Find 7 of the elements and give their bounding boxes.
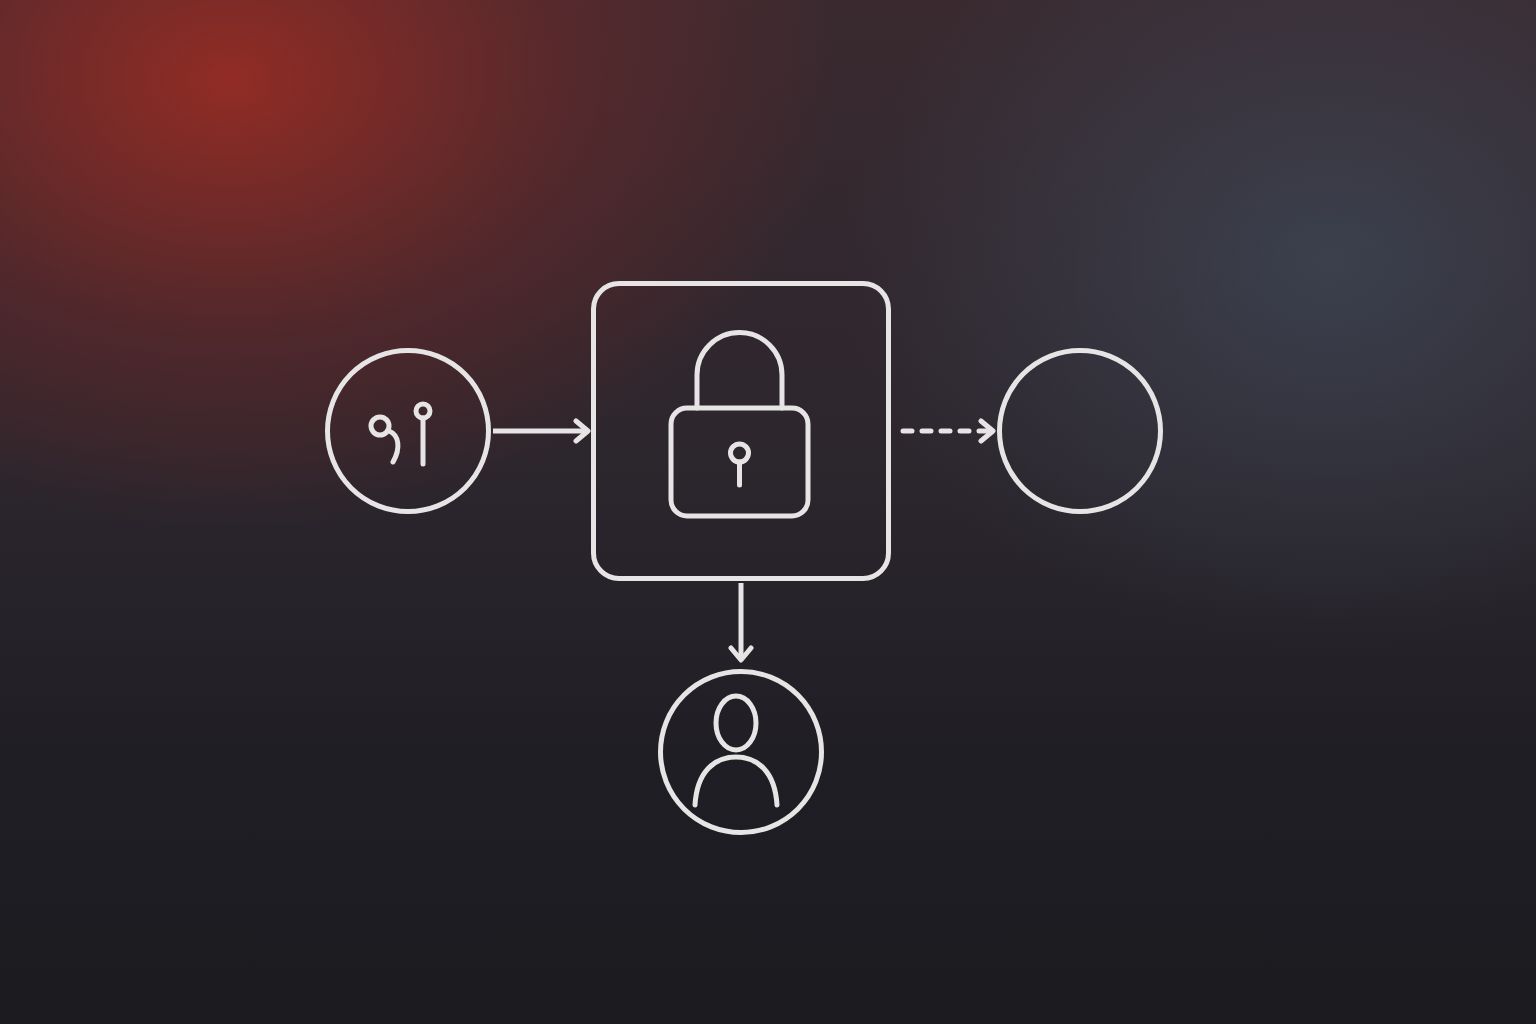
arrow	[728, 583, 754, 663]
user-circle	[658, 669, 824, 835]
circle-node	[325, 348, 491, 514]
dashed-arrow	[900, 418, 996, 444]
lock-box	[591, 281, 891, 581]
arrow	[493, 418, 591, 444]
circle-node	[997, 348, 1163, 514]
